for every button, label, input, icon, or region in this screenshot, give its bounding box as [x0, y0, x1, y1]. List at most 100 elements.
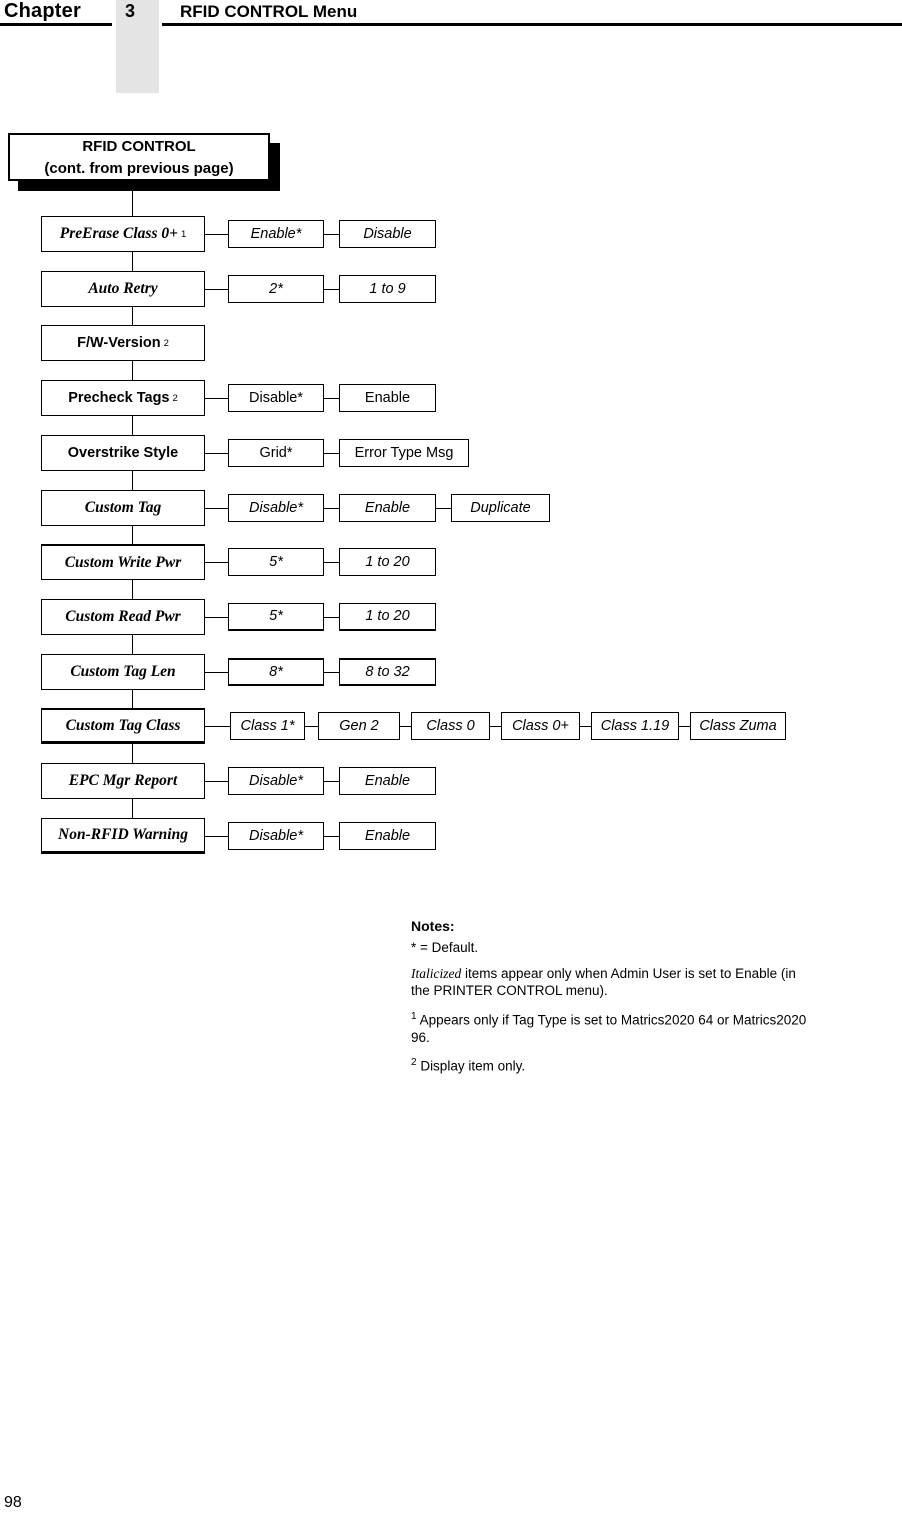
- menu-item-label: Custom Tag: [84, 499, 162, 517]
- menu-value-option[interactable]: 1 to 9: [339, 275, 436, 303]
- menu-value-option[interactable]: Disable*: [228, 494, 324, 522]
- note-footnote-1-text: Appears only if Tag Type is set to Matri…: [411, 1012, 807, 1045]
- menu-value-label: 1 to 9: [369, 280, 406, 297]
- connector-line: [205, 617, 228, 618]
- connector-line: [205, 453, 228, 454]
- menu-item-label: Custom Write Pwr: [64, 553, 182, 571]
- menu-item-custom-tag-len[interactable]: Custom Tag Len: [41, 654, 205, 690]
- menu-value-option[interactable]: Disable: [339, 220, 436, 248]
- connector-line: [205, 672, 228, 673]
- menu-value-label: 8*: [269, 663, 283, 680]
- note-footnote-2-text: Display item only.: [416, 1058, 526, 1074]
- menu-item-auto-retry[interactable]: Auto Retry: [41, 271, 205, 307]
- menu-row: Custom Write Pwr 5* 1 to 20: [0, 544, 902, 584]
- menu-value-option[interactable]: Duplicate: [451, 494, 550, 522]
- menu-item-preerase-class-0[interactable]: PreErase Class 0+1: [41, 216, 205, 252]
- menu-item-custom-read-pwr[interactable]: Custom Read Pwr: [41, 599, 205, 635]
- connector-line: [324, 234, 339, 235]
- note-default: * = Default.: [411, 940, 479, 955]
- menu-item-epc-mgr-report[interactable]: EPC Mgr Report: [41, 763, 205, 799]
- menu-value-label: Enable*: [250, 225, 302, 242]
- footnote-marker: 1: [180, 228, 187, 240]
- connector-line: [324, 508, 339, 509]
- menu-row: Custom Tag Disable* Enable Duplicate: [0, 490, 902, 530]
- menu-value-option[interactable]: 1 to 20: [339, 548, 436, 576]
- menu-value-option[interactable]: 8 to 32: [339, 658, 436, 686]
- note-footnote-2: 2 Display item only.: [411, 1054, 811, 1075]
- menu-value-label: Class 0: [426, 717, 475, 734]
- diagram-title-line2: (cont. from previous page): [44, 160, 234, 177]
- menu-row: Custom Read Pwr 5* 1 to 20: [0, 599, 902, 639]
- menu-item-label: Custom Tag Len: [70, 663, 176, 681]
- connector-line: [205, 234, 228, 235]
- diagram-title-line1: RFID CONTROL: [82, 138, 196, 155]
- menu-value-label: Enable: [364, 827, 411, 844]
- menu-item-custom-tag[interactable]: Custom Tag: [41, 490, 205, 526]
- menu-flow-diagram: RFID CONTROL (cont. from previous page) …: [0, 133, 902, 858]
- menu-value-option[interactable]: 1 to 20: [339, 603, 436, 631]
- connector-line: [305, 726, 318, 727]
- menu-item-overstrike-style[interactable]: Overstrike Style: [41, 435, 205, 471]
- menu-value-option[interactable]: Class 0+: [501, 712, 580, 740]
- menu-value-option[interactable]: Enable: [339, 494, 436, 522]
- connector-line: [324, 289, 339, 290]
- menu-item-non-rfid-warning[interactable]: Non-RFID Warning: [41, 818, 205, 854]
- menu-item-custom-tag-class[interactable]: Custom Tag Class: [41, 708, 205, 744]
- chapter-tab: [116, 0, 159, 93]
- menu-value-option[interactable]: Enable: [339, 384, 436, 412]
- menu-value-option[interactable]: Class 1.19: [591, 712, 679, 740]
- menu-row: PreErase Class 0+1 Enable* Disable: [0, 216, 902, 256]
- connector-line: [324, 562, 339, 563]
- menu-value-option[interactable]: Disable*: [228, 822, 324, 850]
- menu-value-option[interactable]: 5*: [228, 603, 324, 631]
- connector-line: [400, 726, 411, 727]
- menu-value-label: Class Zuma: [699, 717, 777, 734]
- header-rule-left: [0, 23, 112, 26]
- chapter-number: 3: [125, 1, 136, 21]
- connector-line: [580, 726, 591, 727]
- connector-line: [324, 398, 339, 399]
- menu-value-option[interactable]: Error Type Msg: [339, 439, 469, 467]
- connector-line: [205, 398, 228, 399]
- note-italicized-lead: Italicized: [411, 965, 462, 981]
- menu-value-option[interactable]: Class 0: [411, 712, 490, 740]
- menu-value-option[interactable]: Grid*: [228, 439, 324, 467]
- menu-value-label: 5*: [269, 608, 283, 625]
- menu-value-label: Error Type Msg: [354, 444, 454, 461]
- menu-item-label: PreErase Class 0+: [59, 225, 178, 243]
- menu-value-option[interactable]: Class Zuma: [690, 712, 786, 740]
- menu-value-label: Enable: [364, 772, 411, 789]
- note-footnote-1: 1 Appears only if Tag Type is set to Mat…: [411, 1008, 811, 1047]
- notes-block: Notes: * = Default. Italicized items app…: [411, 918, 811, 1083]
- connector-line: [205, 562, 228, 563]
- menu-value-option[interactable]: Enable: [339, 822, 436, 850]
- menu-row: Non-RFID Warning Disable* Enable: [0, 818, 902, 858]
- diagram-title-box: RFID CONTROL (cont. from previous page): [8, 133, 270, 181]
- connector-line: [205, 836, 228, 837]
- footnote-marker: 2: [163, 337, 169, 349]
- connector-line: [324, 781, 339, 782]
- menu-value-label: Gen 2: [339, 717, 379, 734]
- menu-value-option[interactable]: Enable*: [228, 220, 324, 248]
- menu-value-option[interactable]: Gen 2: [318, 712, 400, 740]
- menu-value-label: Class 0+: [512, 717, 569, 734]
- menu-value-label: Duplicate: [470, 499, 531, 516]
- menu-value-option[interactable]: 2*: [228, 275, 324, 303]
- menu-value-option[interactable]: Class 1*: [230, 712, 305, 740]
- menu-value-option[interactable]: 5*: [228, 548, 324, 576]
- menu-value-label: Class 1*: [240, 717, 295, 734]
- menu-value-option[interactable]: Disable*: [228, 767, 324, 795]
- menu-row: Custom Tag Len 8* 8 to 32: [0, 654, 902, 694]
- menu-item-label: Non-RFID Warning: [58, 826, 188, 844]
- menu-value-option[interactable]: Disable*: [228, 384, 324, 412]
- menu-item-custom-write-pwr[interactable]: Custom Write Pwr: [41, 544, 205, 580]
- menu-value-option[interactable]: Enable: [339, 767, 436, 795]
- menu-item-label: EPC Mgr Report: [68, 772, 178, 790]
- menu-item-label: Auto Retry: [88, 280, 158, 298]
- menu-value-option[interactable]: 8*: [228, 658, 324, 686]
- connector-line: [205, 289, 228, 290]
